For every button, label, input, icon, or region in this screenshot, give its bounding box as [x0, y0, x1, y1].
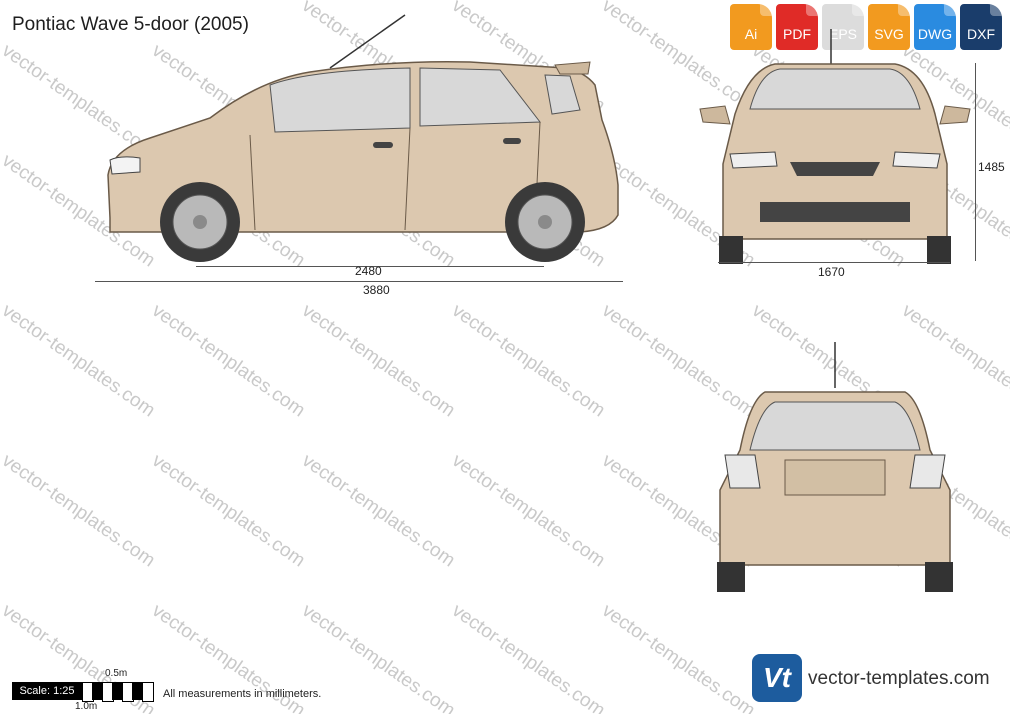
front-view-drawing: [699, 29, 971, 264]
rear-view-drawing: [717, 342, 953, 592]
watermark: vector-templates.com: [0, 450, 159, 572]
watermark: vector-templates.com: [297, 300, 459, 422]
watermark: vector-templates.com: [297, 450, 459, 572]
scale-bar-segment: [142, 682, 154, 702]
wheelbase-dimension: 2480: [355, 264, 382, 278]
length-line: [95, 281, 623, 282]
scale-label: Scale: 1:25: [12, 682, 82, 700]
format-icons: Ai PDF EPS SVG DWG DXF: [730, 4, 1002, 50]
format-label: EPS: [828, 26, 857, 42]
watermark: vector-templates.com: [597, 600, 759, 714]
format-label: Ai: [744, 26, 758, 42]
scale-one-meter: 1.0m: [75, 701, 98, 712]
page-title: Pontiac Wave 5-door (2005): [12, 14, 249, 35]
height-dimension: 1485: [978, 160, 1005, 174]
format-label: DXF: [967, 26, 995, 42]
watermark: vector-templates.com: [297, 600, 459, 714]
watermark: vector-templates.com: [447, 300, 609, 422]
watermark: vector-templates.com: [447, 450, 609, 572]
height-line: [975, 63, 976, 261]
scale-bar-segment: [112, 682, 122, 700]
dwg-file-icon[interactable]: DWG: [914, 4, 956, 50]
watermark: vector-templates.com: [147, 300, 309, 422]
watermark: vector-templates.com: [447, 600, 609, 714]
width-dimension: 1670: [818, 265, 845, 279]
scale-bar-segment: [92, 682, 102, 700]
scale-bar-segment: [132, 682, 142, 700]
format-label: DWG: [917, 26, 953, 42]
watermark: vector-templates.com: [147, 450, 309, 572]
brand-logo-icon[interactable]: Vt: [752, 654, 802, 702]
side-view-drawing: [107, 14, 619, 262]
watermark: vector-templates.com: [0, 300, 159, 422]
length-dimension: 3880: [363, 283, 390, 297]
format-label: SVG: [874, 26, 904, 42]
pdf-file-icon[interactable]: PDF: [776, 4, 818, 50]
dxf-file-icon[interactable]: DXF: [960, 4, 1002, 50]
width-line: [718, 262, 950, 263]
scale-half-meter: 0.5m: [105, 668, 128, 679]
measurement-note: All measurements in millimeters.: [163, 688, 322, 700]
wheelbase-line: [196, 266, 544, 267]
format-label: PDF: [783, 26, 811, 42]
brand-site-link[interactable]: vector-templates.com: [808, 668, 990, 689]
